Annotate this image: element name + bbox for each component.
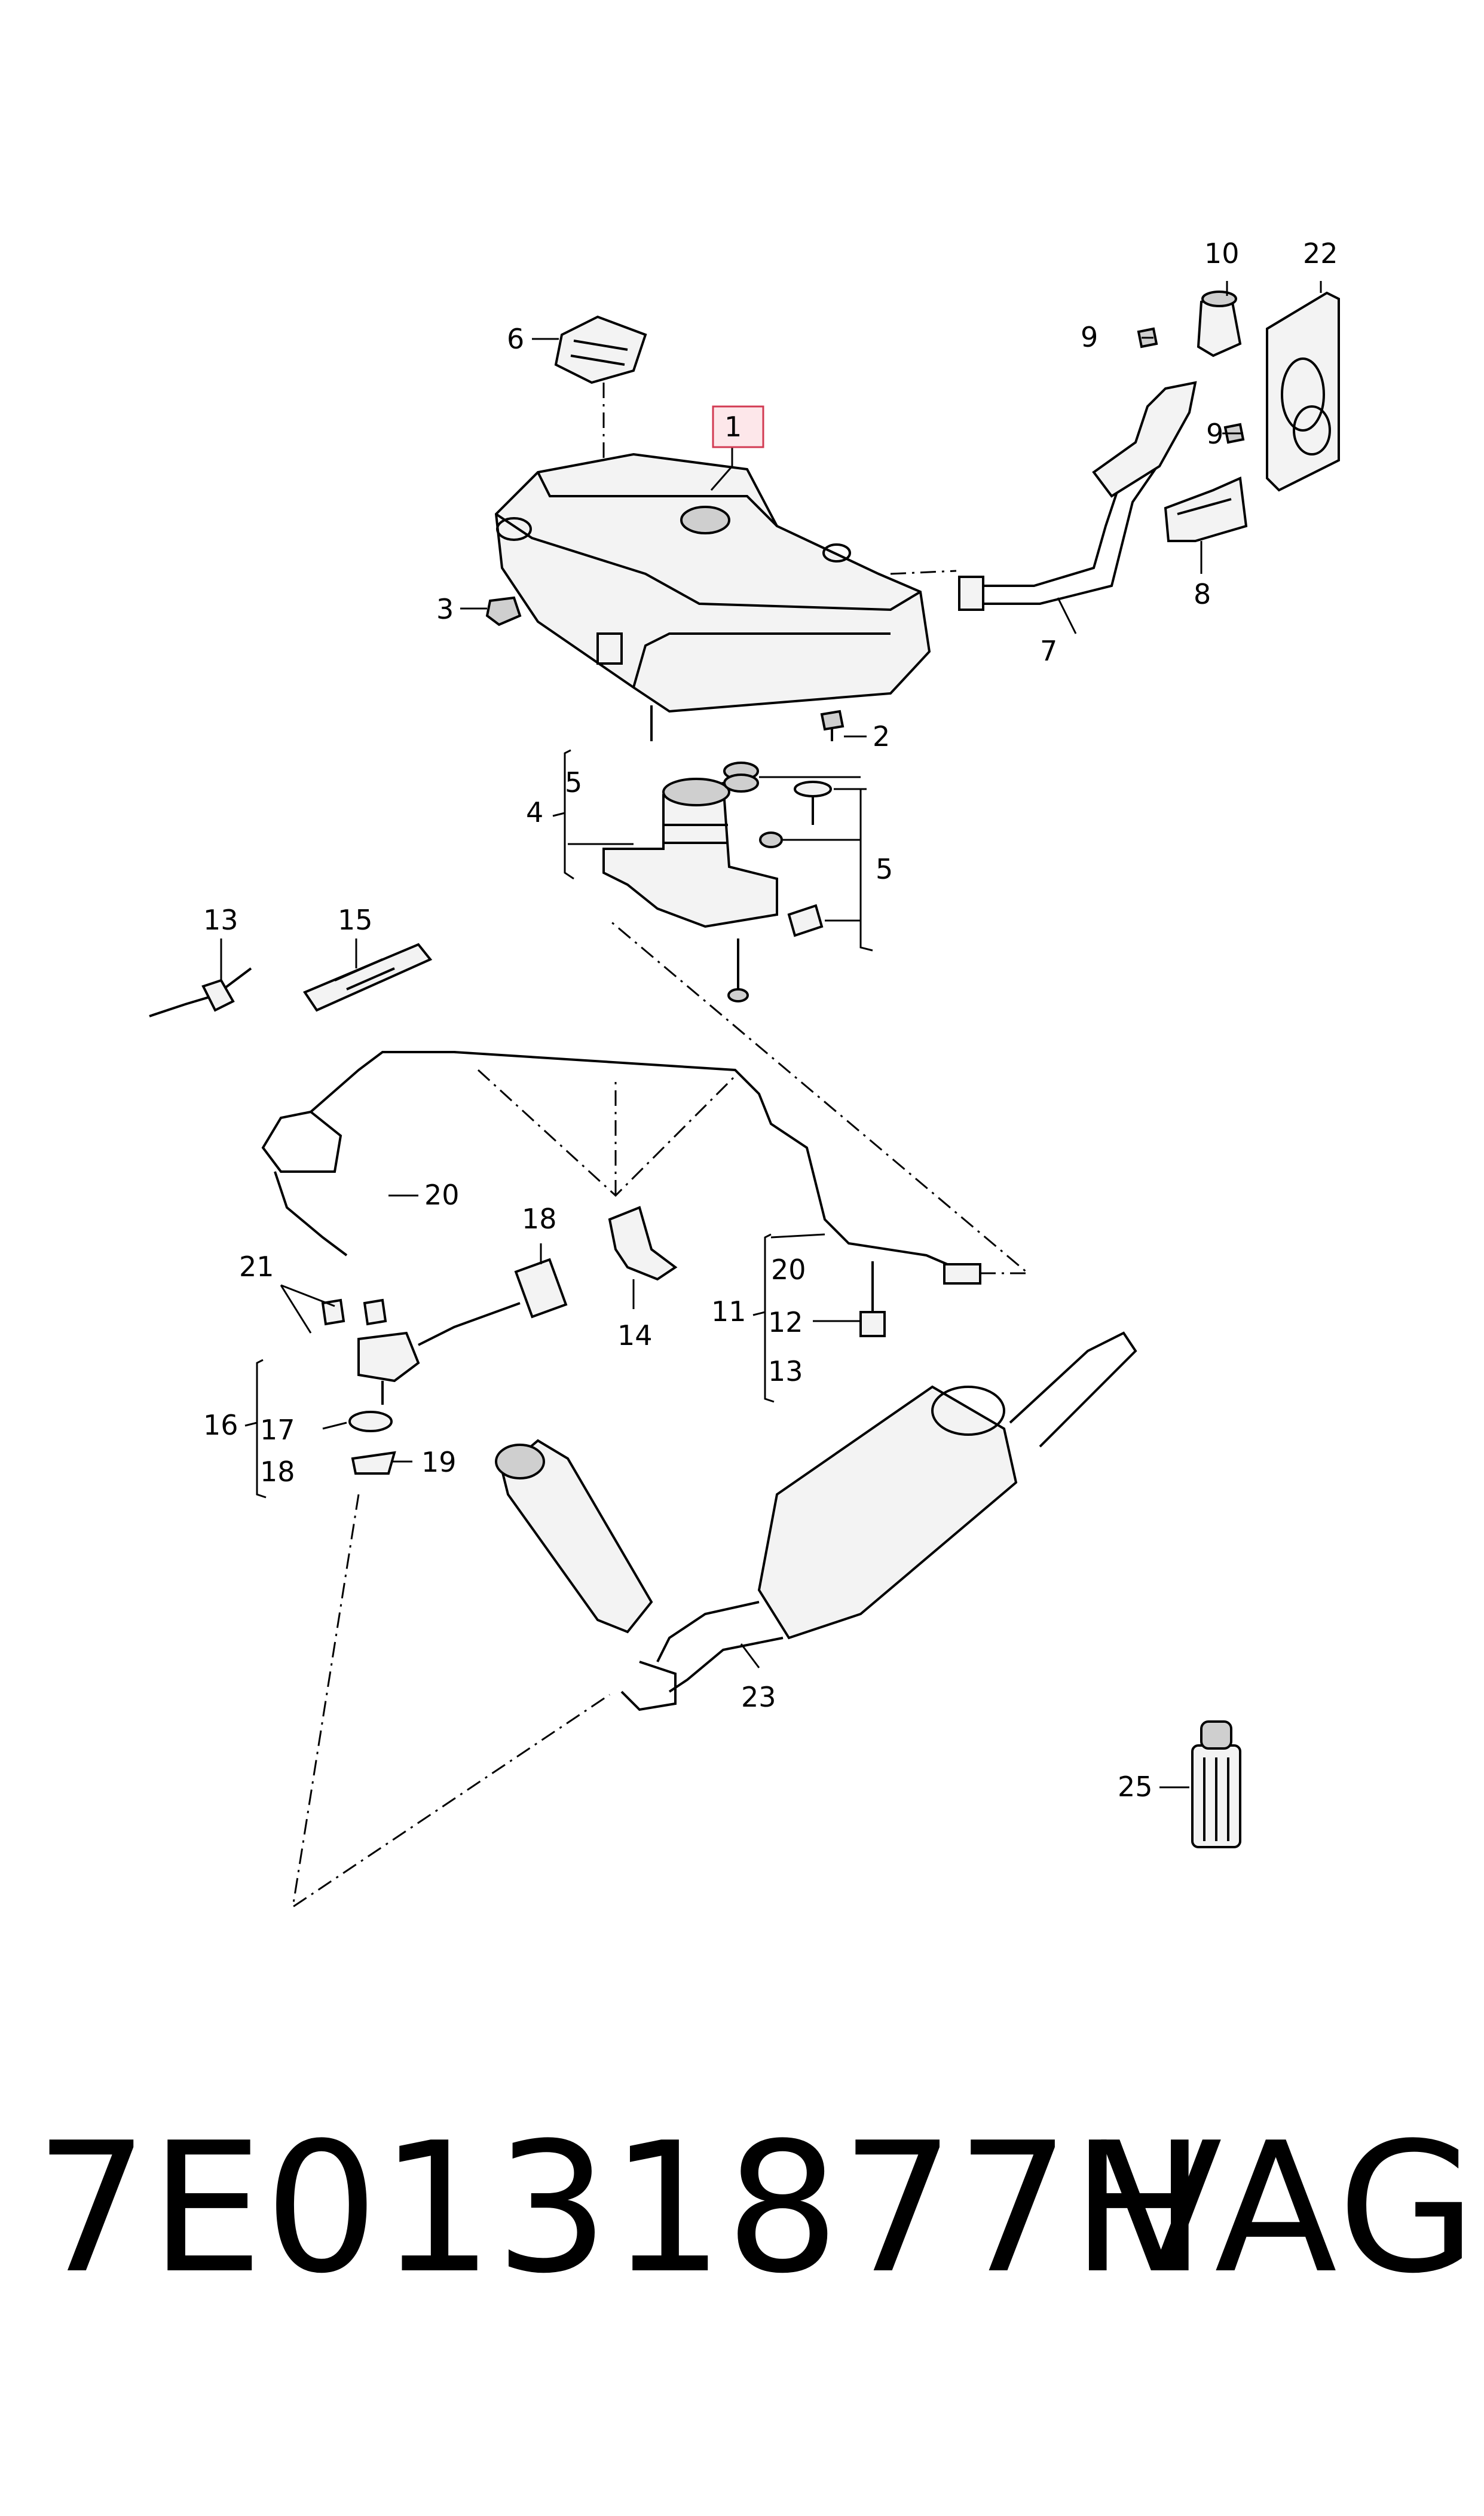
callout-5b: 5 [876,853,893,885]
sensor-bracket-14 [608,1206,678,1281]
bracket-6 [554,315,647,384]
callout-20a: 20 [424,1179,460,1211]
highlight-box [712,405,764,448]
callout-17: 17 [260,1414,295,1446]
callout-16: 16 [203,1409,238,1441]
callout-14: 14 [617,1319,653,1352]
sensor-plug-18 [418,1258,568,1346]
callout-21: 21 [239,1251,274,1283]
callout-9a: 9 [1081,321,1098,353]
callout-9b: 9 [1206,418,1223,450]
callout-6: 6 [507,323,524,355]
shield-22 [1266,291,1340,492]
callout-20b: 20 [771,1254,806,1286]
callout-13b: 13 [768,1355,803,1387]
pump-parts-5 [723,762,833,937]
callout-5a: 5 [565,766,582,799]
cap-10 [1197,291,1242,357]
wiring-harness [261,1051,981,1337]
callout-18a: 18 [522,1203,557,1235]
callout-7: 7 [1040,635,1057,667]
filler-hose-7 [958,381,1197,611]
tank-assembly [494,453,931,741]
callout-12: 12 [768,1306,803,1338]
bracket-8 [1164,476,1248,542]
connectors-21 [321,1298,387,1326]
callout-8: 8 [1194,578,1211,610]
callout-25: 25 [1118,1771,1153,1803]
callout-15: 15 [338,904,373,936]
part-number: 7E0131877H [35,2104,1208,2313]
nut-3 [485,596,522,626]
callout-4: 4 [526,796,543,829]
exhaust-23 [495,1331,1137,1711]
callout-10: 10 [1204,237,1240,270]
pump-module-4 [602,778,778,1002]
callout-23: 23 [741,1681,776,1713]
callout-11: 11 [711,1295,746,1328]
callout-3: 3 [436,593,454,625]
callout-19: 19 [421,1446,457,1478]
footer: 7E0131877H VAG [0,2110,1484,2307]
callout-1: 1 [724,411,742,443]
brand-name: VAG [1100,2104,1480,2313]
callout-2: 2 [873,720,890,753]
callout-13a: 13 [203,904,238,936]
connector-13 [149,967,252,1017]
callout-22: 22 [1303,237,1338,270]
sensor-16 [348,1331,420,1475]
connector-15 [302,943,433,1012]
callout-18b: 18 [260,1456,295,1488]
bottle-25 [1191,1720,1241,1848]
bolt-2 [820,710,844,741]
